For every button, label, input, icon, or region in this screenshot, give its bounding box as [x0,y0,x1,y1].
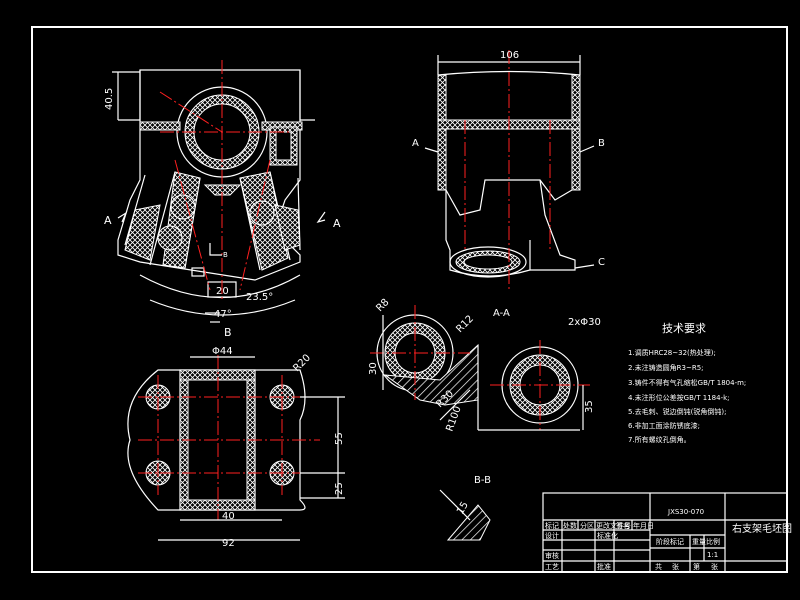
tb-weight: 重量 [692,538,706,546]
tech-item-1: 1.调质HRC28~32(热处理); [628,348,716,357]
tech-item-3: 3.铸件不得有气孔缩松GB/T 1804-m; [628,378,746,387]
dim-15: 15 [455,500,471,517]
drawing-number: JXS30-070 [667,508,704,516]
dim-55: 55 [334,432,345,445]
tb-row1-c4: 更改文件号 [596,521,631,530]
scale-value: 1:1 [707,551,718,559]
dim-92: 92 [222,538,235,549]
tb-review: 审核 [545,551,559,560]
dim-25: 25 [334,482,345,495]
tech-item-5: 5.去毛刺、锐边倒钝(锐角倒钝); [628,407,727,416]
tb-row1-c1: 标记 [545,521,559,530]
title-block [542,492,788,573]
tech-item-4: 4.未注形位公差按GB/T 1184-k; [628,393,730,402]
tb-sheet-2: 张 [672,562,679,571]
drawing-border [31,26,788,573]
dim-r100: R100 [444,405,463,433]
tech-item-7: 7.所有螺纹孔倒角。 [628,435,691,444]
section-a-right-label: A [333,217,341,230]
tb-row1-c6: 年月日 [633,521,654,530]
dim-40: 40 [222,511,235,522]
section-b-label: B [223,251,228,259]
dim-phi-44: Φ44 [212,346,233,357]
dim-20: 20 [216,286,229,297]
dim-2x-phi30: 2xΦ30 [568,317,601,328]
section-a-marker: A [412,138,419,149]
view-b-label: B [224,326,232,339]
dim-r12: R12 [454,313,476,335]
tb-sheet-3: 第 [693,562,700,571]
bb-title: B-B [474,475,491,486]
section-c-marker: C [598,257,605,268]
tech-title: 技术要求 [662,322,706,335]
tech-item-6: 6.非加工面涂防锈底漆; [628,421,700,430]
side-view [424,50,595,290]
dim-30: 30 [368,362,379,375]
tb-row1-c3: 分区 [580,521,594,530]
section-b-marker: B [598,138,605,149]
tb-design: 设计 [545,531,559,540]
tb-scale: 比例 [706,537,720,546]
front-view [112,60,326,323]
tech-item-2: 2.未注铸造圆角R3~R5; [628,363,704,372]
tb-stage: 阶段标记 [656,537,684,546]
tb-sheet-1: 共 [655,562,662,571]
tb-process: 工艺 [545,563,559,571]
tb-row1-c5: 签名 [616,521,630,530]
aa-title: A-A [493,308,510,319]
section-a-a [370,305,590,431]
dim-r8: R8 [374,297,391,314]
tb-approve: 批准 [597,562,611,571]
section-a-left-label: A [104,214,112,227]
dim-r20: R20 [291,352,313,374]
tb-standard: 标准化 [597,531,618,540]
dim-23-5: 23.5° [246,292,273,303]
dim-47: 47° [214,309,232,320]
tb-row1-c2: 处数 [563,521,577,530]
dim-40-5: 40.5 [104,88,115,110]
dim-106: 106 [500,50,519,61]
section-b-b [439,489,491,541]
part-name: 右支架毛坯图 [732,522,792,535]
tb-sheet-4: 张 [711,562,718,571]
dim-35: 35 [584,400,595,413]
top-view [127,355,345,541]
